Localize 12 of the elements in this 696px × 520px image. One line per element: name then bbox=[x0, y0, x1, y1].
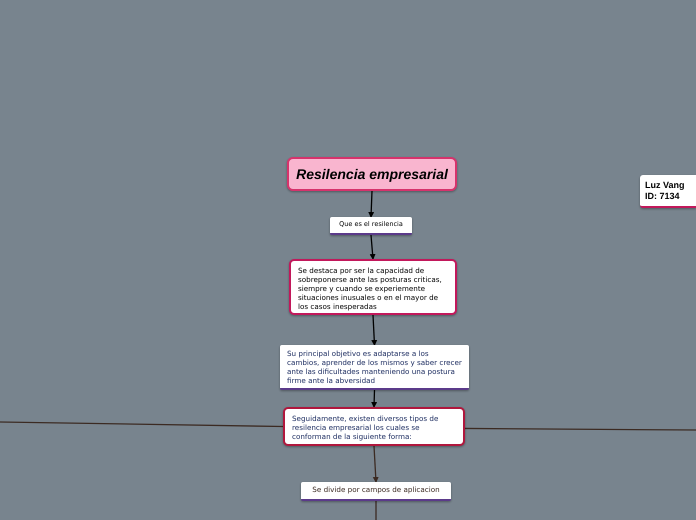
name-text: Luz Vang bbox=[645, 180, 686, 191]
topic-box: Resilencia empresarial bbox=[287, 157, 457, 191]
arrow bbox=[370, 234, 376, 260]
connector-line bbox=[375, 501, 377, 520]
arrow bbox=[372, 446, 379, 483]
id-text: ID: 7134 bbox=[645, 191, 681, 202]
connector-line bbox=[0, 421, 283, 428]
author-box bbox=[640, 175, 696, 208]
arrow bbox=[371, 390, 378, 408]
arrow bbox=[368, 190, 374, 218]
arrow bbox=[371, 314, 378, 346]
connector-line bbox=[465, 428, 696, 431]
